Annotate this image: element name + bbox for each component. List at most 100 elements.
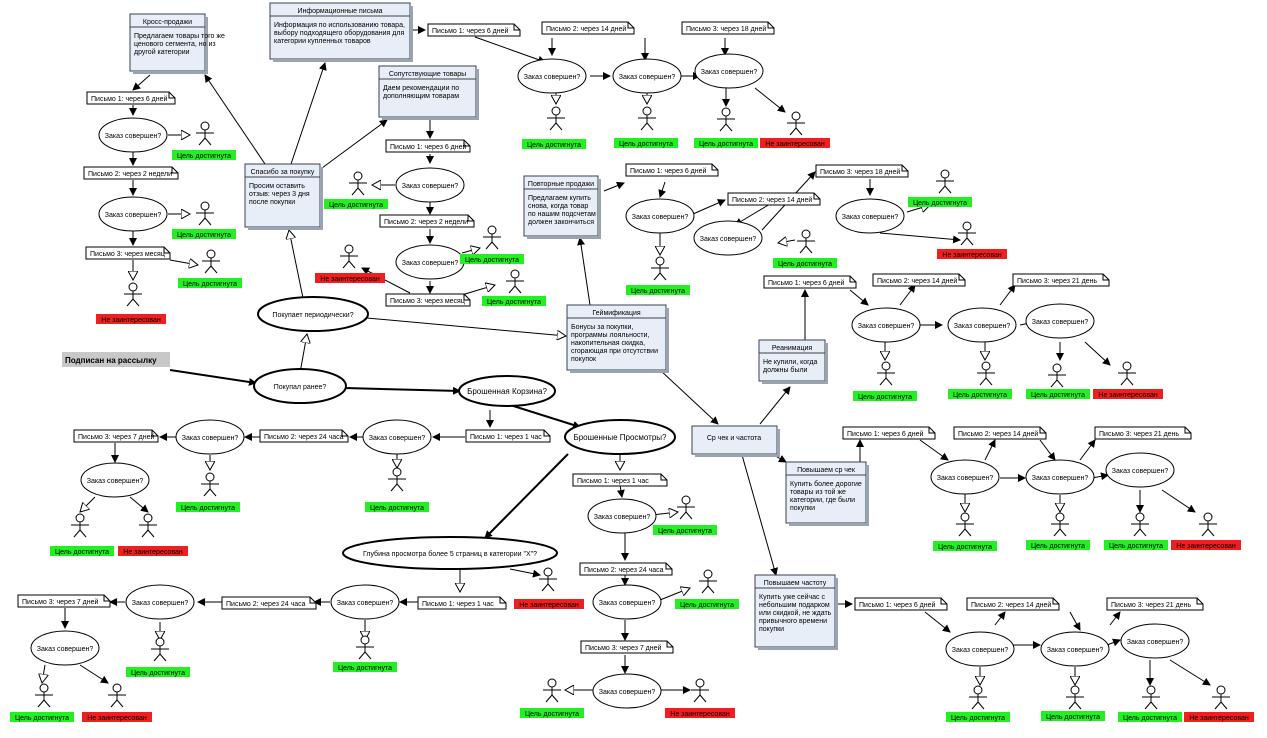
decision-node[interactable]: Заказ совершен? xyxy=(80,462,150,498)
letter-note[interactable]: Письмо 2: через 2 недели xyxy=(83,166,179,180)
letter-note[interactable]: Письмо 3: через 21 день xyxy=(1106,597,1204,611)
decision-node[interactable]: Заказ совершен? xyxy=(517,58,587,94)
actor-icon xyxy=(71,513,89,538)
letter-note[interactable]: Письмо 2: через 14 дней xyxy=(953,426,1047,440)
decision-node[interactable]: Заказ совершен? xyxy=(30,630,100,666)
actor-icon xyxy=(196,201,214,226)
actor-icon xyxy=(108,683,126,708)
letter-note[interactable]: Письмо 3: через 7 дней xyxy=(73,429,159,443)
decision-node[interactable]: Заказ совершен? xyxy=(1040,631,1110,667)
decision-node[interactable]: Заказ совершен? xyxy=(330,584,400,620)
actor-icon xyxy=(388,467,406,492)
decision-node[interactable]: Заказ совершен? xyxy=(98,117,168,153)
letter-note[interactable]: Письмо 3: через 7 дней xyxy=(580,640,674,654)
decision-node[interactable]: Брошенная Корзина? xyxy=(458,375,556,407)
letter-note[interactable]: Письмо 1: через 6 дней xyxy=(842,426,936,440)
decision-node[interactable]: Глубина просмотра более 5 страниц в кате… xyxy=(342,536,558,570)
decision-node[interactable]: Заказ совершен? xyxy=(1025,459,1095,495)
letter-note[interactable]: Письмо 1: через 6 дней xyxy=(763,275,857,289)
letter-note[interactable]: Письмо 2: через 24 часа xyxy=(579,562,673,576)
decision-node[interactable]: Заказ совершен? xyxy=(592,584,662,620)
letter-note[interactable]: Письмо 1: через 1 час xyxy=(465,429,551,443)
letter-note[interactable]: Письмо 2: через 14 дней xyxy=(727,192,821,206)
decision-node[interactable]: Заказ совершен? xyxy=(947,307,1017,343)
letter-note[interactable]: Письмо 1: через 1 час xyxy=(572,473,668,487)
decision-node[interactable]: Заказ совершен? xyxy=(592,673,662,709)
decision-ellipse xyxy=(257,296,369,332)
decision-node[interactable]: Заказ совершен? xyxy=(625,198,695,234)
letter-note[interactable]: Письмо 2: через 2 недели xyxy=(379,214,475,228)
not-interested-badge: Не заинтересован xyxy=(82,712,152,722)
actor-icon xyxy=(1051,512,1069,537)
decision-node[interactable]: Заказ совершен? xyxy=(587,498,657,534)
decision-node[interactable]: Покупал ранее? xyxy=(253,368,347,404)
letter-note[interactable]: Письмо 1: через 6 дней xyxy=(385,139,471,153)
connector-arrow xyxy=(603,181,625,192)
letter-note[interactable]: Письмо 3: через месяц xyxy=(385,293,471,307)
note-shape xyxy=(727,192,821,206)
card-body-line: накопительная скидка, xyxy=(571,340,645,347)
start-node[interactable]: Подписан на рассылку xyxy=(62,352,170,367)
decision-label: Заказ совершен? xyxy=(599,600,656,607)
decision-node[interactable]: Заказ совершен? xyxy=(125,584,195,620)
card-shadow xyxy=(758,647,838,650)
letter-note[interactable]: Письмо 3: через 18 дней xyxy=(815,164,909,178)
letter-note[interactable]: Письмо 3: через 18 дней xyxy=(681,21,775,35)
decision-node[interactable]: Заказ совершен? xyxy=(98,196,168,232)
letter-note[interactable]: Письмо 1: через 6 дней xyxy=(427,23,521,37)
decision-node[interactable]: Заказ совершен? xyxy=(851,307,921,343)
card-box xyxy=(129,13,206,72)
connector-arrow xyxy=(616,484,625,498)
decision-node[interactable]: Заказ совершен? xyxy=(362,419,432,455)
letter-note[interactable]: Письмо 2: через 24 часа xyxy=(259,429,349,443)
letter-note[interactable]: Письмо 1: через 6 дней xyxy=(854,597,948,611)
letter-label: Письмо 1: через 1 час xyxy=(577,478,649,485)
letter-note[interactable]: Письмо 1: через 6 дней xyxy=(625,163,719,177)
decision-node[interactable]: Заказ совершен? xyxy=(835,198,905,234)
letter-note[interactable]: Письмо 2: через 14 дней xyxy=(966,597,1060,611)
decision-node[interactable]: Заказ совершен? xyxy=(612,58,682,94)
decision-node[interactable]: Заказ совершен? xyxy=(395,244,465,280)
letter-note[interactable]: Письмо 2: через 24 часа xyxy=(221,596,317,610)
decision-node[interactable]: Заказ совершен? xyxy=(945,631,1015,667)
connector-arrow xyxy=(474,36,546,64)
connector-arrow xyxy=(658,181,667,198)
card-check_freq[interactable]: Ср чек и частота xyxy=(691,425,780,457)
actor-icon xyxy=(1142,685,1160,710)
decision-node[interactable]: Заказ совершен? xyxy=(930,459,1000,495)
card-shadow xyxy=(825,343,828,381)
card-shadow xyxy=(789,523,869,526)
decision-node[interactable]: Покупает периодически? xyxy=(257,296,369,332)
decision-node[interactable]: Заказ совершен? xyxy=(175,419,245,455)
letter-note[interactable]: Письмо 2: через 14 дней xyxy=(541,21,635,35)
badge-label: Цель достигнута xyxy=(487,299,541,306)
card-body-line: ценового сегмента, но из xyxy=(134,41,216,48)
letter-note[interactable]: Письмо 3: через месяц xyxy=(85,246,171,260)
letter-note[interactable]: Письмо 1: через 1 час xyxy=(417,596,507,610)
decision-node[interactable]: Заказ совершен? xyxy=(693,220,763,256)
decision-node[interactable]: Заказ совершен? xyxy=(1025,303,1095,339)
letter-note[interactable]: Письмо 3: через 21 день xyxy=(1012,273,1110,287)
goal-reached-badge: Цель достигнута xyxy=(482,296,546,306)
decision-node[interactable]: Заказ совершен? xyxy=(694,53,764,89)
letter-note[interactable]: Письмо 1: через 6 дней xyxy=(86,91,176,105)
decision-node[interactable]: Брошенные Просмотры? xyxy=(564,419,676,455)
badge-bg xyxy=(50,546,114,556)
goal-reached-badge: Цель достигнута xyxy=(172,150,236,160)
decision-node[interactable]: Заказ совершен? xyxy=(1105,452,1175,488)
letter-note[interactable]: Письмо 3: через 7 дней xyxy=(17,594,111,608)
decision-node[interactable]: Заказ совершен? xyxy=(395,167,465,203)
decision-node[interactable]: Заказ совершен? xyxy=(1120,623,1190,659)
note-shape xyxy=(465,429,551,443)
letter-note[interactable]: Письмо 3: через 21 день xyxy=(1094,426,1192,440)
letter-note[interactable]: Письмо 2: через 14 дней xyxy=(872,273,966,287)
